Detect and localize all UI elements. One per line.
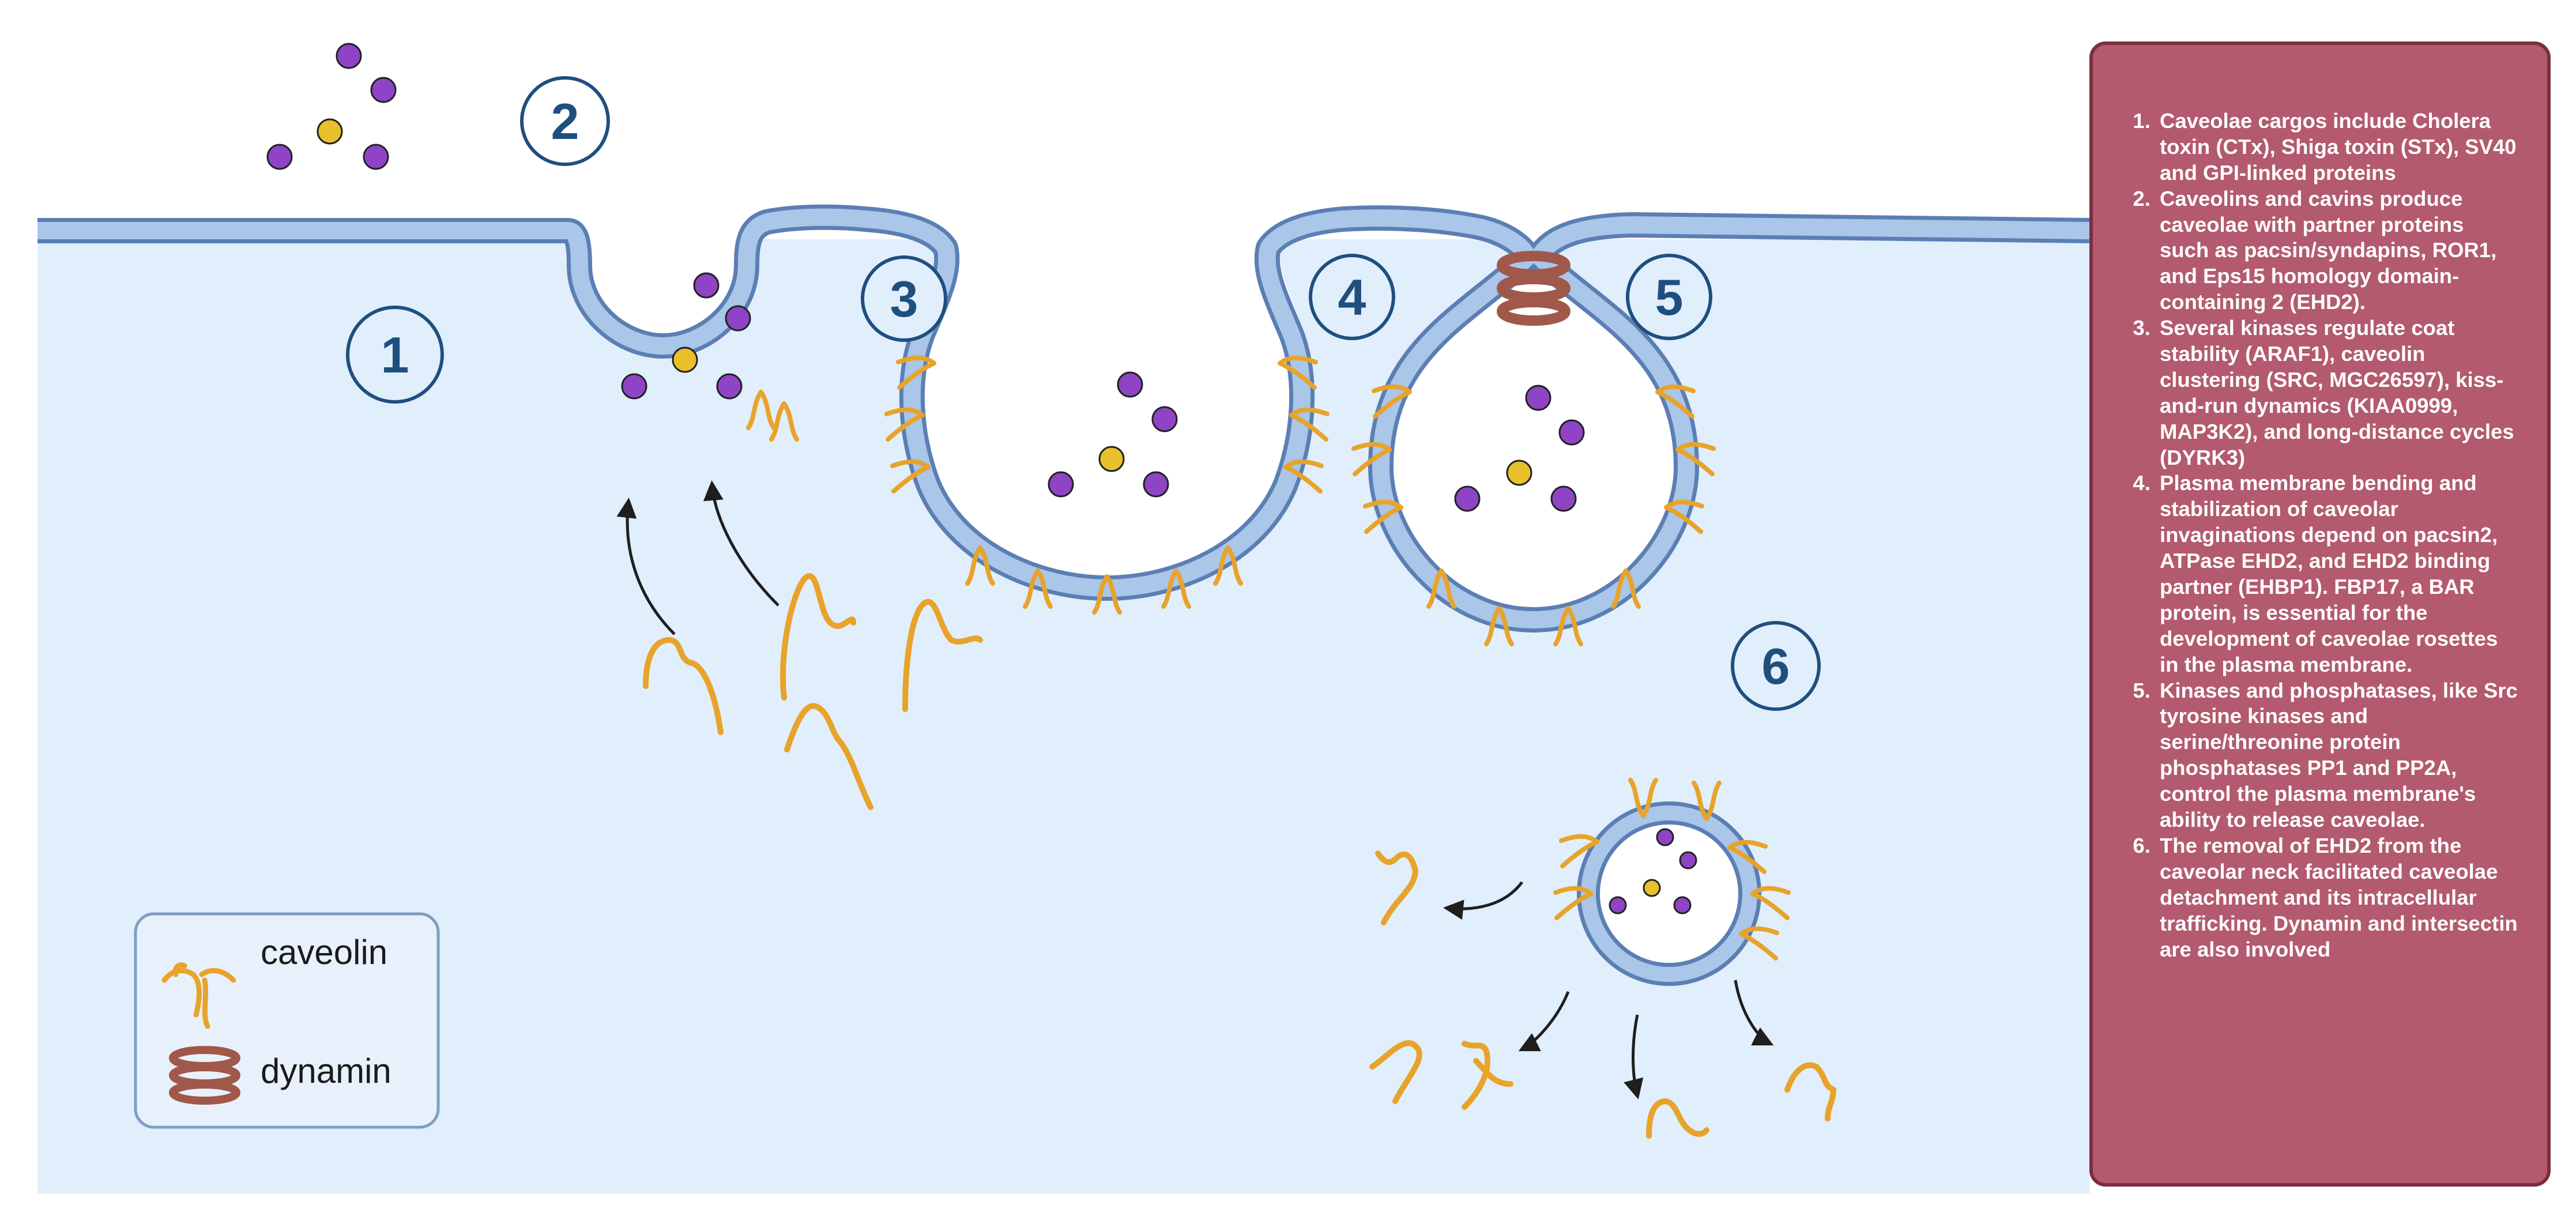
caveola-lumen-1: [594, 242, 732, 332]
step-marker-3: 3: [861, 255, 947, 342]
caveola-lumen-3: [927, 248, 1287, 574]
step-label-5: 5: [1655, 269, 1684, 326]
note-item-3: Several kinases regulate coat stability …: [2156, 315, 2518, 470]
caveolin-protein-icon: [161, 962, 236, 1029]
note-item-6: The removal of EHD2 from the caveolar ne…: [2156, 833, 2518, 962]
step-marker-4: 4: [1309, 254, 1395, 340]
step-label-1: 1: [381, 326, 409, 383]
step-marker-5: 5: [1626, 254, 1712, 340]
step-label-2: 2: [551, 93, 579, 150]
step-label-4: 4: [1338, 269, 1366, 326]
step-marker-1: 1: [346, 306, 444, 404]
caveola-lumen-5: [1395, 271, 1672, 605]
legend-dynamin-label: dynamin: [261, 1052, 391, 1090]
note-item-1: Caveolae cargos include Cholera toxin (C…: [2156, 108, 2518, 186]
step-marker-2: 2: [520, 76, 610, 166]
notes-list: Caveolae cargos include Cholera toxin (C…: [2116, 108, 2518, 962]
step-label-6: 6: [1762, 638, 1790, 695]
dynamin-ring-icon: [1497, 251, 1571, 326]
arrow-icon: [616, 480, 1774, 1100]
legend: caveolin dynamin: [134, 912, 440, 1129]
note-item-5: Kinases and phosphatases, like Src tyros…: [2156, 678, 2518, 833]
cytoplasm: [37, 239, 2089, 1194]
dynamin-legend-icon: [169, 1046, 240, 1105]
step-marker-6: 6: [1731, 621, 1821, 711]
step-label-3: 3: [890, 270, 918, 327]
free-caveolins: [643, 573, 1836, 1139]
note-item-2: Caveolins and cavins produce caveolae wi…: [2156, 186, 2518, 315]
notes-panel: Caveolae cargos include Cholera toxin (C…: [2089, 42, 2551, 1187]
legend-caveolin-label: caveolin: [261, 933, 387, 972]
cargo-molecule-icon: [266, 43, 1697, 914]
note-item-4: Plasma membrane bending and stabilizatio…: [2156, 470, 2518, 677]
